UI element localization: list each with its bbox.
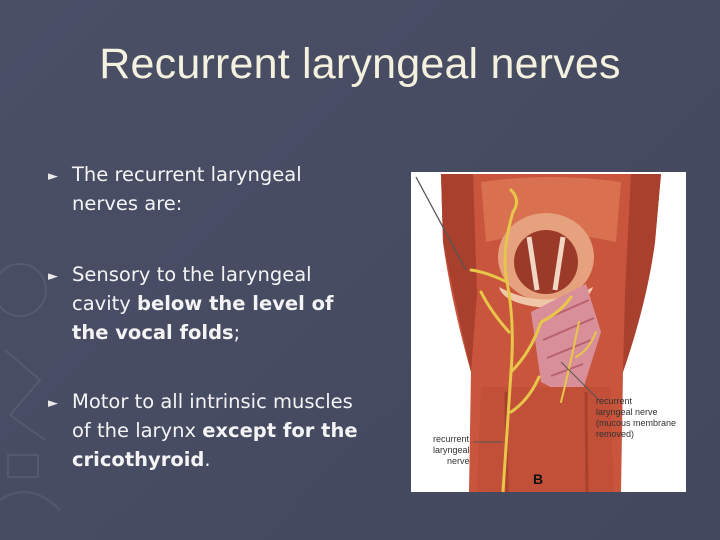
laryngeal-cavity <box>514 230 578 294</box>
bullet-arrow-icon: ► <box>48 269 58 284</box>
label-recurrent-laryngeal-nerve-right: recurrent laryngeal nerve (mucous membra… <box>596 396 676 440</box>
recurrent-laryngeal-nerve <box>469 188 573 492</box>
label-line: recurrent <box>433 434 470 444</box>
vocal-fold-right <box>552 236 566 291</box>
bullet-text: Sensory to the laryngeal cavity below th… <box>72 260 362 347</box>
bullet-text: The recurrent laryngeal nerves are: <box>72 160 362 218</box>
label-line: (mucous membrane <box>596 418 677 428</box>
pointer-line-top <box>415 176 467 271</box>
left-tissue-shading <box>441 174 477 372</box>
bullet-arrow-icon: ► <box>48 396 58 411</box>
larynx-drawing <box>415 174 661 492</box>
label-line: laryngeal <box>433 445 470 455</box>
label-recurrent-laryngeal-nerve-left: recurrent laryngeal nerve <box>433 434 470 467</box>
panel-letter: B <box>533 471 544 487</box>
label-line: removed) <box>596 429 635 439</box>
bullet-text-part: Motor to all intrinsic muscles of the la… <box>72 390 353 442</box>
label-line: laryngeal nerve <box>596 407 658 417</box>
bullet-text-part: ; <box>233 321 241 344</box>
label-line: nerve <box>447 456 470 466</box>
nerve-branch-right <box>560 321 597 403</box>
exposed-muscle <box>531 284 601 402</box>
bullet-text-part: The recurrent laryngeal nerves are: <box>72 163 302 215</box>
trachea <box>477 387 613 492</box>
right-tissue-shading <box>623 174 661 372</box>
background-decoration <box>0 263 61 511</box>
bullet-text-emphasis: below the level of the vocal folds <box>72 292 334 344</box>
larynx-illustration: recurrent laryngeal nerve (mucous membra… <box>411 172 686 492</box>
bullet-text-emphasis: except for the cricothyroid <box>72 419 358 471</box>
label-line: recurrent <box>596 396 633 406</box>
bullet-text: Motor to all intrinsic muscles of the la… <box>72 387 362 474</box>
vocal-fold-left <box>526 236 540 291</box>
bullet-text-part: . <box>204 448 211 471</box>
slide-title: Recurrent laryngeal nerves <box>99 40 621 88</box>
bullet-text-part: Sensory to the laryngeal cavity <box>72 263 312 315</box>
pointer-line-right <box>560 361 600 401</box>
bullet-arrow-icon: ► <box>48 169 58 184</box>
